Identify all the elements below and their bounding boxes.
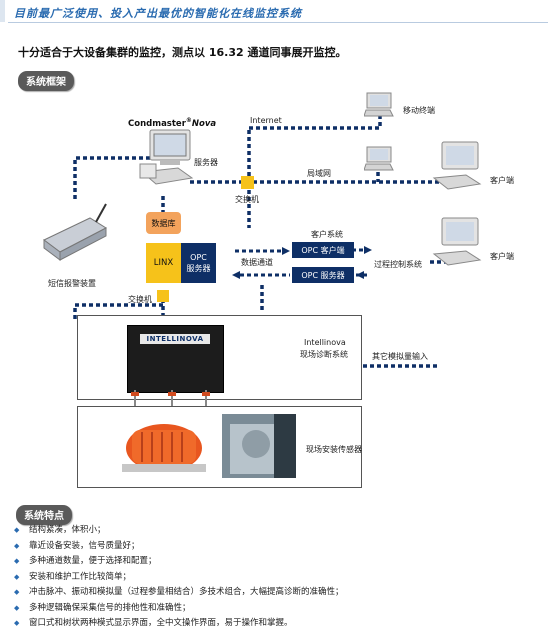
intellinova-logo: INTELLINOVA <box>140 334 210 344</box>
opc-server-line2: 服务器 <box>186 264 211 273</box>
feature-item: 多种逻辑确保采集信号的排他性和准确性； <box>14 601 344 617</box>
banner-title: 目前最广泛使用、投入产出最优的智能化在线监控系统 <box>14 7 302 20</box>
client-computer-1-icon <box>432 141 482 190</box>
arrow-opc-to-process <box>364 246 372 254</box>
intellinova-name-label: Intellinova <box>304 338 346 347</box>
opc-client-box: OPC 客户端 <box>292 242 354 258</box>
intellinova-cabinet: INTELLINOVA <box>127 325 224 393</box>
switch-top-icon <box>241 176 254 189</box>
other-analog-label: 其它模拟量输入 <box>372 352 428 361</box>
feature-item: 结构紧凑，体积小； <box>14 523 344 539</box>
sensor-photo-icon <box>222 414 296 478</box>
switch-top-label: 交换机 <box>235 195 259 204</box>
intro-text: 十分适合于大设备集群的监控，测点以 16.32 通道同事展开监控。 <box>18 46 347 59</box>
mobile-terminal-icon <box>364 92 394 117</box>
banner-accent <box>0 0 5 22</box>
process-control-label: 过程控制系统 <box>374 260 422 269</box>
opc-server-line1: OPC <box>190 253 207 262</box>
feature-item: 安装和维护工作比较简单； <box>14 570 344 586</box>
line-switch-left <box>73 303 163 320</box>
feature-item: 窗口式和树状两种模式显示界面，全中文操作界面，易于操作和掌握。 <box>14 616 344 632</box>
field-sensors-label: 现场安装传感器 <box>306 445 362 454</box>
motor-icon <box>122 424 206 472</box>
arrow-from-opc-server <box>232 271 240 279</box>
feature-item: 冲击脉冲、振动和模拟量（过程参量相结合）多技术组合，大幅提高诊断的准确性； <box>14 585 344 601</box>
line-internet-mobile <box>249 113 382 130</box>
arrow-to-opc-client <box>282 247 290 255</box>
opc-server-box: OPC 服务器 <box>292 267 354 283</box>
switch-bottom-label: 交换机 <box>128 295 152 304</box>
server-computer-icon <box>139 129 194 185</box>
lan-terminal-icon <box>364 146 394 171</box>
section-pill-framework: 系统框架 <box>18 71 74 91</box>
feature-item: 靠近设备安装，信号质量好； <box>14 539 344 555</box>
client-system-label: 客户系统 <box>311 230 343 239</box>
client-computer-2-icon <box>432 217 482 266</box>
sms-alarm-label: 短信报警装置 <box>48 279 96 288</box>
section-pill-features: 系统特点 <box>16 505 72 525</box>
client-2-label: 客户端 <box>490 252 514 261</box>
condmaster-brand: Condmaster®Nova <box>128 117 217 129</box>
line-server-sms <box>73 156 150 200</box>
field-sensor-panel <box>77 406 362 488</box>
server-label: 服务器 <box>194 158 218 167</box>
linx-block: LINX <box>146 243 181 283</box>
database-cylinder: 数据库 <box>146 212 181 234</box>
data-channel-label: 数据通道 <box>241 258 273 267</box>
intellinova-desc-label: 现场诊断系统 <box>300 350 348 359</box>
mobile-terminal-label: 移动终端 <box>403 106 435 115</box>
switch-bottom-icon <box>157 290 169 302</box>
sms-alarm-device-icon <box>43 203 108 261</box>
opc-server-block: OPC 服务器 <box>181 243 216 283</box>
features-list: 结构紧凑，体积小； 靠近设备安装，信号质量好； 多种通道数量，便于选择和配置； … <box>14 523 344 632</box>
internet-label: Internet <box>250 116 282 125</box>
lan-label: 局域网 <box>307 169 331 178</box>
client-1-label: 客户端 <box>490 176 514 185</box>
feature-item: 多种通道数量，便于选择和配置； <box>14 554 344 570</box>
banner-divider <box>8 22 548 23</box>
